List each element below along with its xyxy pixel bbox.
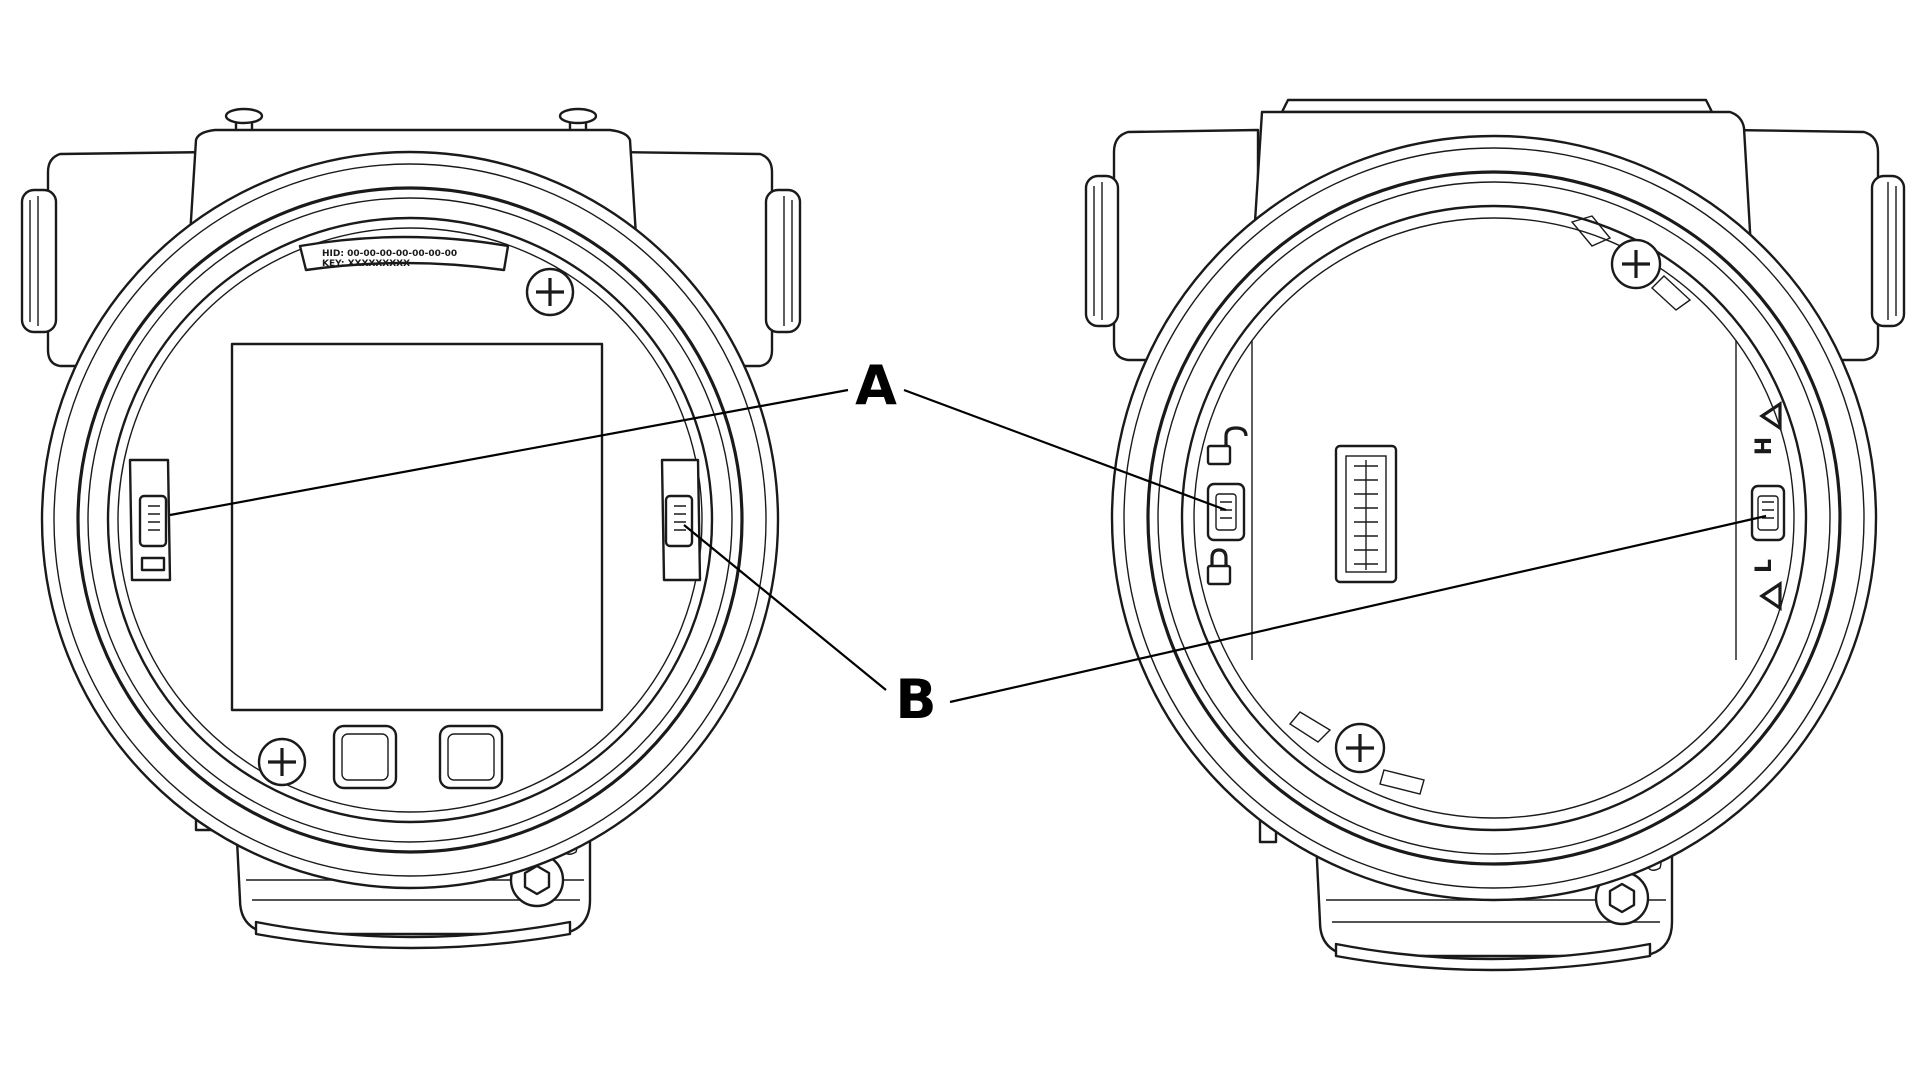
face-screw-bottom-left-icon	[257, 737, 307, 787]
nameplate-hid-text: HID: 00-00-00-00-00-00-00	[322, 249, 457, 259]
front-nameplate: HID: 00-00-00-00-00-00-00 KEY: XXXXXXXXX	[298, 235, 510, 272]
low-side-label: L	[1752, 559, 1777, 573]
rear-screw-bottom-left-icon	[1334, 722, 1386, 774]
rear-ground-screw-icon	[1594, 870, 1650, 926]
low-side-marking: L	[1752, 559, 1782, 611]
rear-screw-top-right-icon	[1610, 238, 1662, 290]
callout-label-b: B	[895, 668, 936, 731]
top-screw-right	[558, 107, 598, 136]
high-side-marking: H	[1752, 401, 1782, 455]
front-view-transmitter: HID: 00-00-00-00-00-00-00 KEY: XXXXXXXXX	[20, 107, 802, 950]
lcd-display-window	[230, 342, 604, 712]
nameplate-key-text: KEY: XXXXXXXXX	[322, 259, 410, 269]
delta-icon-low	[1759, 581, 1782, 611]
rear-hl-switch-b: H L	[1750, 401, 1786, 611]
leader-a-front	[169, 388, 849, 517]
leader-b-rear	[949, 514, 1767, 704]
rear-view-transmitter: H L	[1084, 98, 1906, 972]
front-switch-b	[660, 458, 702, 582]
local-button-left	[332, 724, 398, 790]
callout-label-a: A	[855, 354, 897, 417]
rear-connector-header	[1334, 444, 1398, 584]
local-button-right	[438, 724, 504, 790]
rear-security-switch-a	[1206, 426, 1248, 586]
high-side-label: H	[1752, 437, 1777, 455]
delta-icon-high	[1759, 401, 1782, 431]
face-screw-top-right-icon	[525, 267, 575, 317]
unlocked-padlock-icon	[1206, 426, 1248, 466]
callout-leaders	[169, 388, 1767, 704]
leader-a-rear	[903, 388, 1227, 512]
locked-padlock-icon	[1206, 548, 1232, 586]
front-switch-a	[128, 458, 172, 582]
leader-b-front	[683, 524, 887, 691]
